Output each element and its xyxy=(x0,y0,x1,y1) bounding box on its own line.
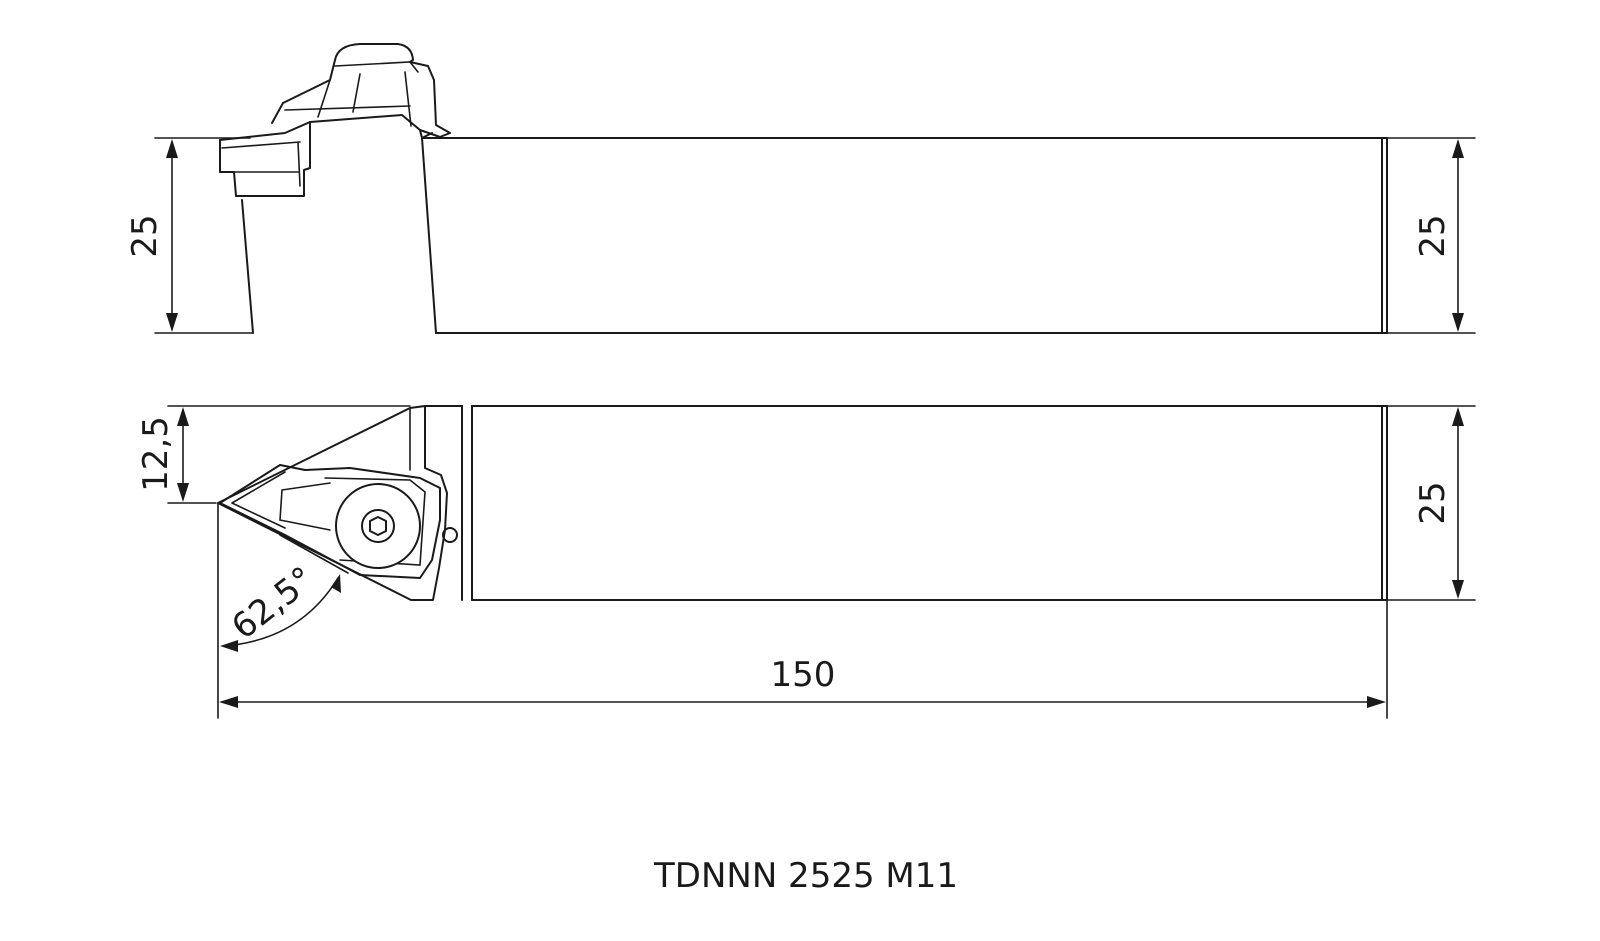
arrow-head-down-right xyxy=(1452,313,1464,332)
side-view-clamp xyxy=(271,43,451,138)
top-view-head xyxy=(217,405,463,601)
side-view xyxy=(219,43,1388,334)
side-view-head xyxy=(241,132,469,334)
dim-top-width-right: 25 xyxy=(1413,481,1453,524)
clamp-screw-head xyxy=(335,483,421,569)
top-view-shank xyxy=(471,405,1388,601)
locator-pin xyxy=(442,527,458,543)
dim-overall-length: 150 xyxy=(771,655,836,695)
arrow-head-down-half xyxy=(177,483,189,502)
ext-line-angle xyxy=(279,534,349,574)
side-view-clamp-edges xyxy=(317,61,419,127)
arrow-head-length-left xyxy=(219,696,238,708)
dim-top-half-width: 12,5 xyxy=(136,416,176,492)
top-view-insert-edges xyxy=(231,471,331,531)
arrow-head-down-left xyxy=(166,313,178,332)
side-view-shank xyxy=(435,137,1388,334)
side-view-clamp-base xyxy=(284,105,411,111)
dim-side-height-right: 25 xyxy=(1413,214,1453,257)
screw-socket-ring xyxy=(361,509,395,543)
hex-socket-icon xyxy=(369,516,387,536)
arrow-head-up-left xyxy=(166,139,178,158)
arrow-head-up-right xyxy=(1452,139,1464,158)
angle-arc xyxy=(223,577,339,647)
arrow-head-up-half xyxy=(177,407,189,426)
arrow-head-up-top-right xyxy=(1452,407,1464,426)
arrow-head-angle-right xyxy=(331,574,341,593)
top-view xyxy=(217,405,1388,601)
dim-side-height-left: 25 xyxy=(125,214,165,257)
arrow-head-angle-left xyxy=(220,640,238,652)
part-code-caption: TDNNN 2525 M11 xyxy=(653,856,958,896)
side-view-insert-seat xyxy=(219,114,423,141)
arrow-head-down-top-right xyxy=(1452,580,1464,599)
side-view-insert-edges xyxy=(221,141,301,187)
arrow-head-length-right xyxy=(1367,696,1386,708)
side-view-insert xyxy=(219,121,311,197)
top-view-insert xyxy=(219,464,441,579)
side-view-dimensions: 25 25 xyxy=(125,137,1476,334)
